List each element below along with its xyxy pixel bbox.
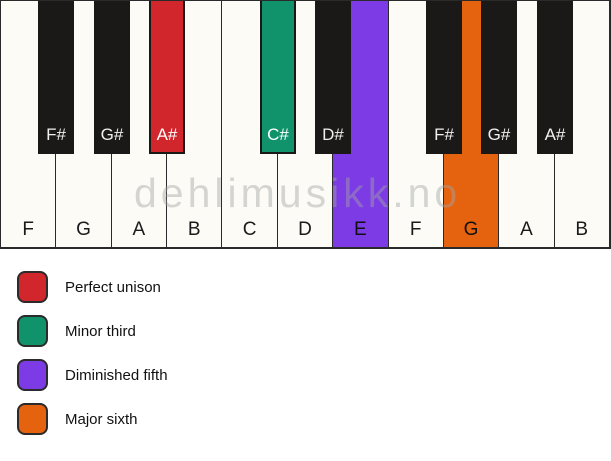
white-key-label: G	[463, 219, 479, 240]
white-key-label: B	[575, 219, 589, 240]
legend-swatch-minor-third	[17, 315, 48, 347]
black-key-asharp-2: A#	[537, 1, 573, 154]
black-key-label: G#	[487, 125, 511, 144]
black-key-fsharp-1: F#	[38, 1, 74, 154]
white-key-label: A	[520, 219, 533, 240]
black-key-label: A#	[544, 125, 566, 144]
white-key-label: D	[298, 219, 312, 240]
white-key-label: B	[187, 219, 201, 240]
legend-item-diminished-fifth: Diminished fifth	[17, 359, 611, 391]
white-key-label: E	[353, 219, 367, 240]
black-key-label: G#	[100, 125, 124, 144]
white-key-label: A	[132, 219, 146, 240]
black-key-asharp-highlighted: A#	[149, 1, 185, 154]
white-key-label: G	[76, 219, 91, 240]
legend-item-perfect-unison: Perfect unison	[17, 271, 611, 303]
black-key-label: F#	[46, 125, 66, 144]
white-key-label: C	[242, 219, 257, 240]
black-key-label: C#	[267, 125, 289, 144]
black-key-fsharp-2: F#	[426, 1, 462, 154]
black-key-label: F#	[434, 125, 454, 144]
legend-swatch-major-sixth	[17, 403, 48, 435]
black-key-dsharp-1: D#	[315, 1, 351, 154]
legend-swatch-perfect-unison	[17, 271, 48, 303]
legend-swatch-diminished-fifth	[17, 359, 48, 391]
black-key-label: A#	[156, 125, 178, 144]
legend-item-major-sixth: Major sixth	[17, 403, 611, 435]
piano-keyboard: F G A B C D E F G A B	[0, 0, 611, 249]
legend-label: Diminished fifth	[65, 366, 168, 384]
white-key-label: F	[22, 219, 34, 240]
legend-label: Major sixth	[65, 410, 138, 428]
black-key-gsharp-1: G#	[94, 1, 130, 154]
white-key-label: F	[409, 219, 422, 240]
interval-legend: Perfect unison Minor third Diminished fi…	[17, 271, 611, 435]
legend-label: Perfect unison	[65, 278, 161, 296]
legend-item-minor-third: Minor third	[17, 315, 611, 347]
black-key-label: D#	[322, 125, 344, 144]
legend-label: Minor third	[65, 322, 136, 340]
black-key-csharp-highlighted: C#	[260, 1, 296, 154]
black-key-gsharp-2: G#	[481, 1, 517, 154]
